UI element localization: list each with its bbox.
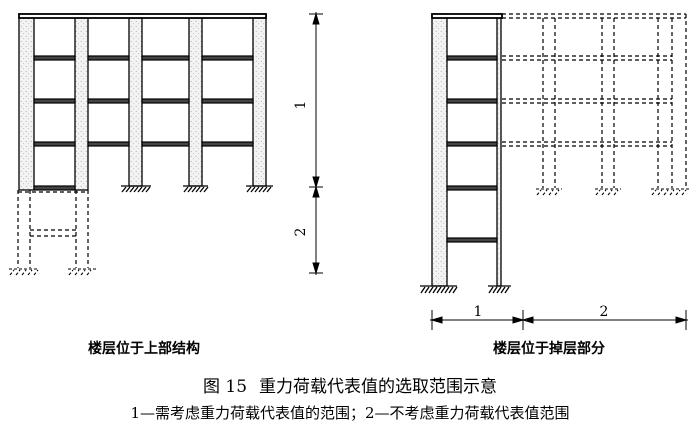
right-frame-diagram (420, 13, 690, 330)
right-dimension-line (430, 310, 688, 330)
right-dim-left-label: 1 (474, 304, 483, 320)
right-solid-beams (431, 13, 503, 243)
right-dim-right-label: 2 (600, 304, 609, 320)
left-dim-upper-label: 1 (293, 101, 309, 110)
figure-title-text: 重力荷载代表值的选取范围示意 (259, 377, 498, 397)
figure-title: 图 15 重力荷载代表值的选取范围示意 (0, 372, 700, 397)
right-panel-caption: 楼层位于掉层部分 (493, 341, 605, 357)
right-solid-columns (431, 13, 502, 287)
left-dashed-lower-structure (17, 190, 89, 268)
right-solid-supports (420, 285, 511, 294)
right-dashed-upper-structure (502, 13, 687, 188)
figure-legend: 1—需考虑重力荷载代表值的范围；2—不考虑重力荷载代表值范围 (130, 404, 570, 422)
right-dashed-supports (536, 188, 690, 196)
left-frame-diagram (9, 12, 323, 276)
left-solid-supports (121, 185, 273, 193)
left-dimension-line (309, 12, 323, 275)
left-dashed-supports (9, 268, 96, 276)
left-panel-caption: 楼层位于上部结构 (88, 341, 200, 357)
left-solid-beams (18, 13, 267, 191)
figure-number: 图 15 (202, 377, 248, 397)
left-dim-lower-label: 2 (293, 228, 309, 237)
